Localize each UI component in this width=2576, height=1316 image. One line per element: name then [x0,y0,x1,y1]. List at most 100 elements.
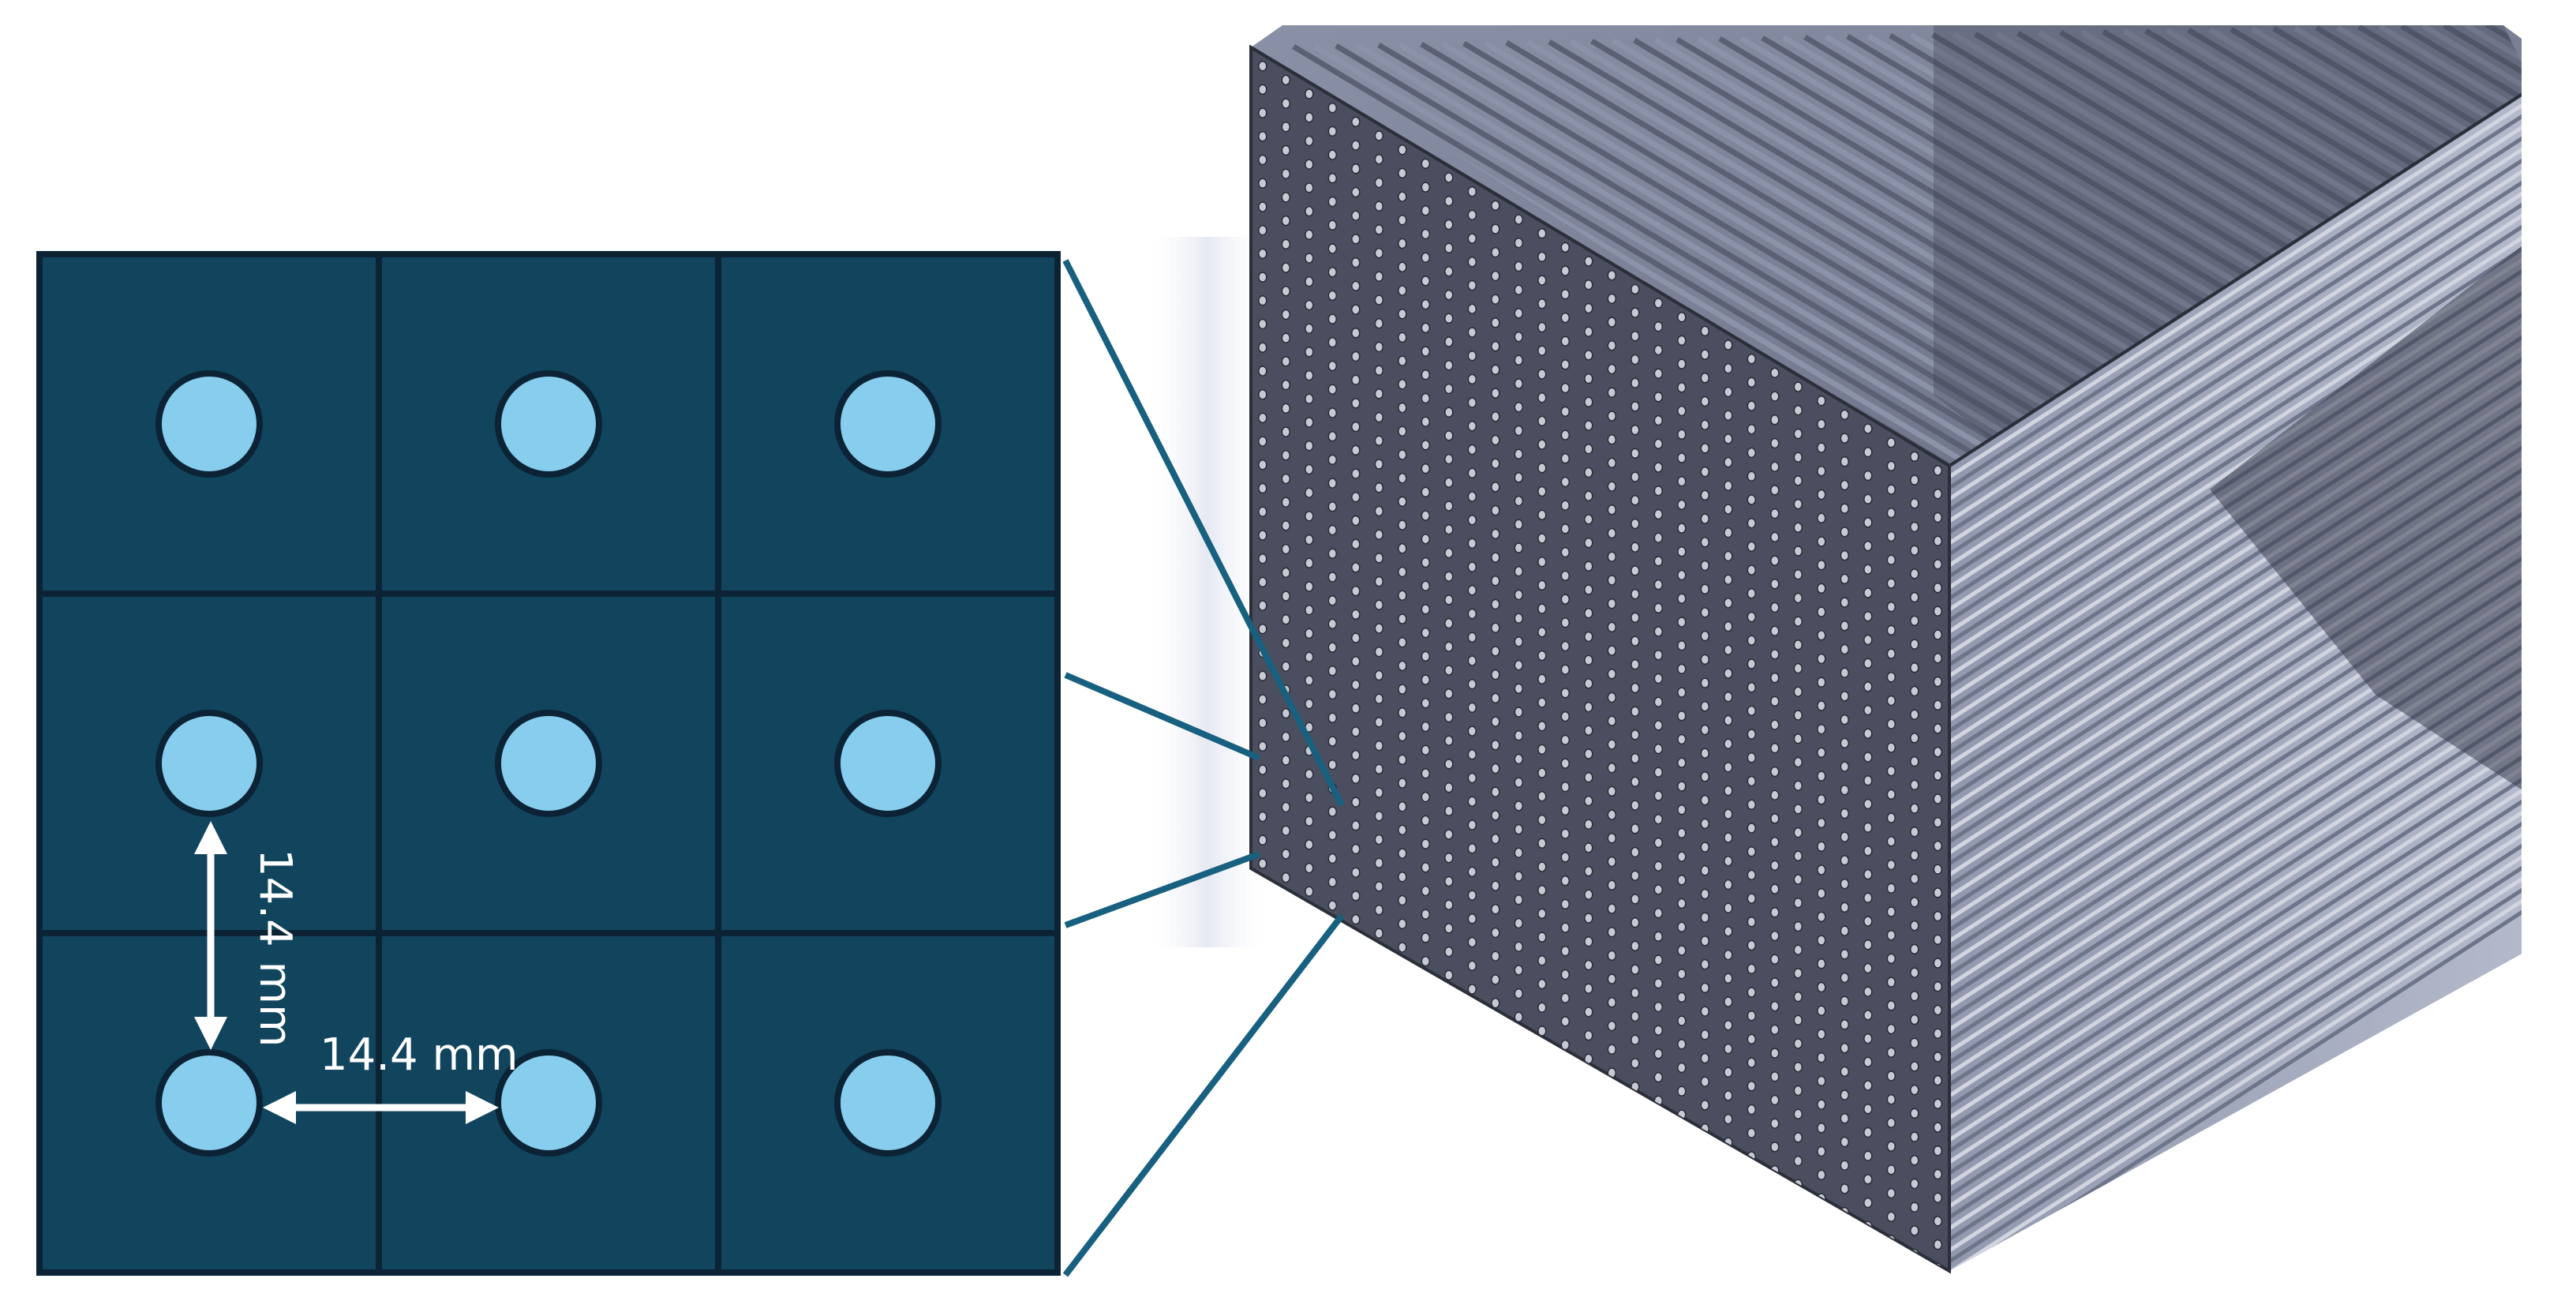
front-hole [1886,765,1896,777]
front-hole [1258,482,1267,494]
front-hole [1863,728,1873,740]
front-hole [1910,709,1919,720]
fiber-circle [155,1049,263,1157]
front-hole [1631,659,1640,670]
front-hole [1653,626,1664,637]
front-hole [1467,350,1477,362]
front-hole [1607,317,1617,328]
front-hole [1933,1074,1943,1086]
top-fiber-plate [2315,25,2533,449]
front-hole [1724,973,1733,984]
front-hole [1514,401,1524,413]
front-hole [1910,1037,1919,1048]
front-hole [1258,154,1267,166]
front-hole [1584,631,1593,643]
front-hole [1327,830,1338,841]
front-hole [1514,1011,1524,1023]
front-hole [1421,252,1431,263]
front-hole [1351,186,1361,198]
fiber-circle [834,1049,942,1157]
front-hole [1840,433,1850,444]
front-hole [1793,568,1803,580]
front-hole [1560,570,1571,582]
front-hole [1770,860,1780,872]
front-hole [1653,907,1664,919]
front-hole [1607,833,1617,844]
front-hole [1351,351,1361,362]
front-hole [1910,1131,1919,1142]
front-hole [1770,1142,1780,1153]
front-hole [1281,426,1291,437]
front-hole [1933,864,1943,875]
front-hole [1863,517,1873,528]
front-hole [1910,685,1919,697]
front-hole [1607,504,1617,516]
front-hole [1398,191,1407,202]
front-hole [1700,1076,1710,1087]
front-hole [1747,588,1757,599]
front-hole [1305,557,1314,569]
front-hole [1514,613,1524,624]
front-hole [1351,328,1361,339]
front-hole [1677,1015,1687,1026]
front-hole [1653,649,1664,661]
front-hole [1351,679,1361,691]
front-hole [1584,443,1593,455]
front-hole [1467,209,1477,221]
front-hole [1607,575,1617,586]
front-hole [1886,578,1896,589]
front-hole [1840,456,1850,467]
front-hole [1700,748,1710,759]
front-hole [1351,116,1361,128]
front-hole [1607,926,1617,938]
front-hole [1467,725,1477,737]
front-hole [1863,564,1873,576]
front-hole [1467,397,1477,408]
front-hole [1444,359,1454,371]
front-hole [1631,917,1640,928]
front-hole [1840,1136,1850,1148]
front-hole [1910,873,1919,884]
front-hole [1677,1039,1687,1050]
front-hole [1258,107,1267,118]
front-hole [1281,144,1291,156]
front-hole [1421,346,1431,357]
front-hole [1863,681,1873,692]
front-hole [1421,369,1431,381]
front-hole [1560,734,1571,746]
front-hole [1374,717,1384,728]
front-hole [1467,936,1477,948]
front-hole [1374,599,1384,611]
front-hole [1607,856,1617,868]
side-fiber-plate [1949,217,2533,601]
front-hole [1863,1174,1873,1185]
front-hole [1724,410,1733,421]
front-hole [1770,743,1780,754]
front-hole [1910,521,1919,533]
front-hole [1631,331,1640,342]
front-hole [1700,325,1710,337]
front-hole [1584,279,1593,291]
front-hole [1374,669,1384,681]
front-hole [1840,737,1850,749]
front-hole [1327,266,1338,278]
front-hole [1840,527,1850,538]
front-hole [1467,186,1477,197]
front-hole [1770,672,1780,684]
front-hole [1351,913,1361,925]
front-hole [1863,634,1873,646]
front-hole [1724,362,1733,374]
front-hole [1467,279,1477,291]
front-hole [1584,678,1593,689]
front-hole [1653,298,1664,309]
front-hole [1444,688,1454,699]
top-fiber-plate [2293,25,2533,449]
front-hole [1374,576,1384,587]
front-hole [1817,559,1826,571]
front-hole [1653,508,1664,520]
front-hole [1910,920,1919,932]
front-hole [1863,986,1873,997]
front-hole [1817,794,1826,805]
front-hole [1398,800,1407,812]
